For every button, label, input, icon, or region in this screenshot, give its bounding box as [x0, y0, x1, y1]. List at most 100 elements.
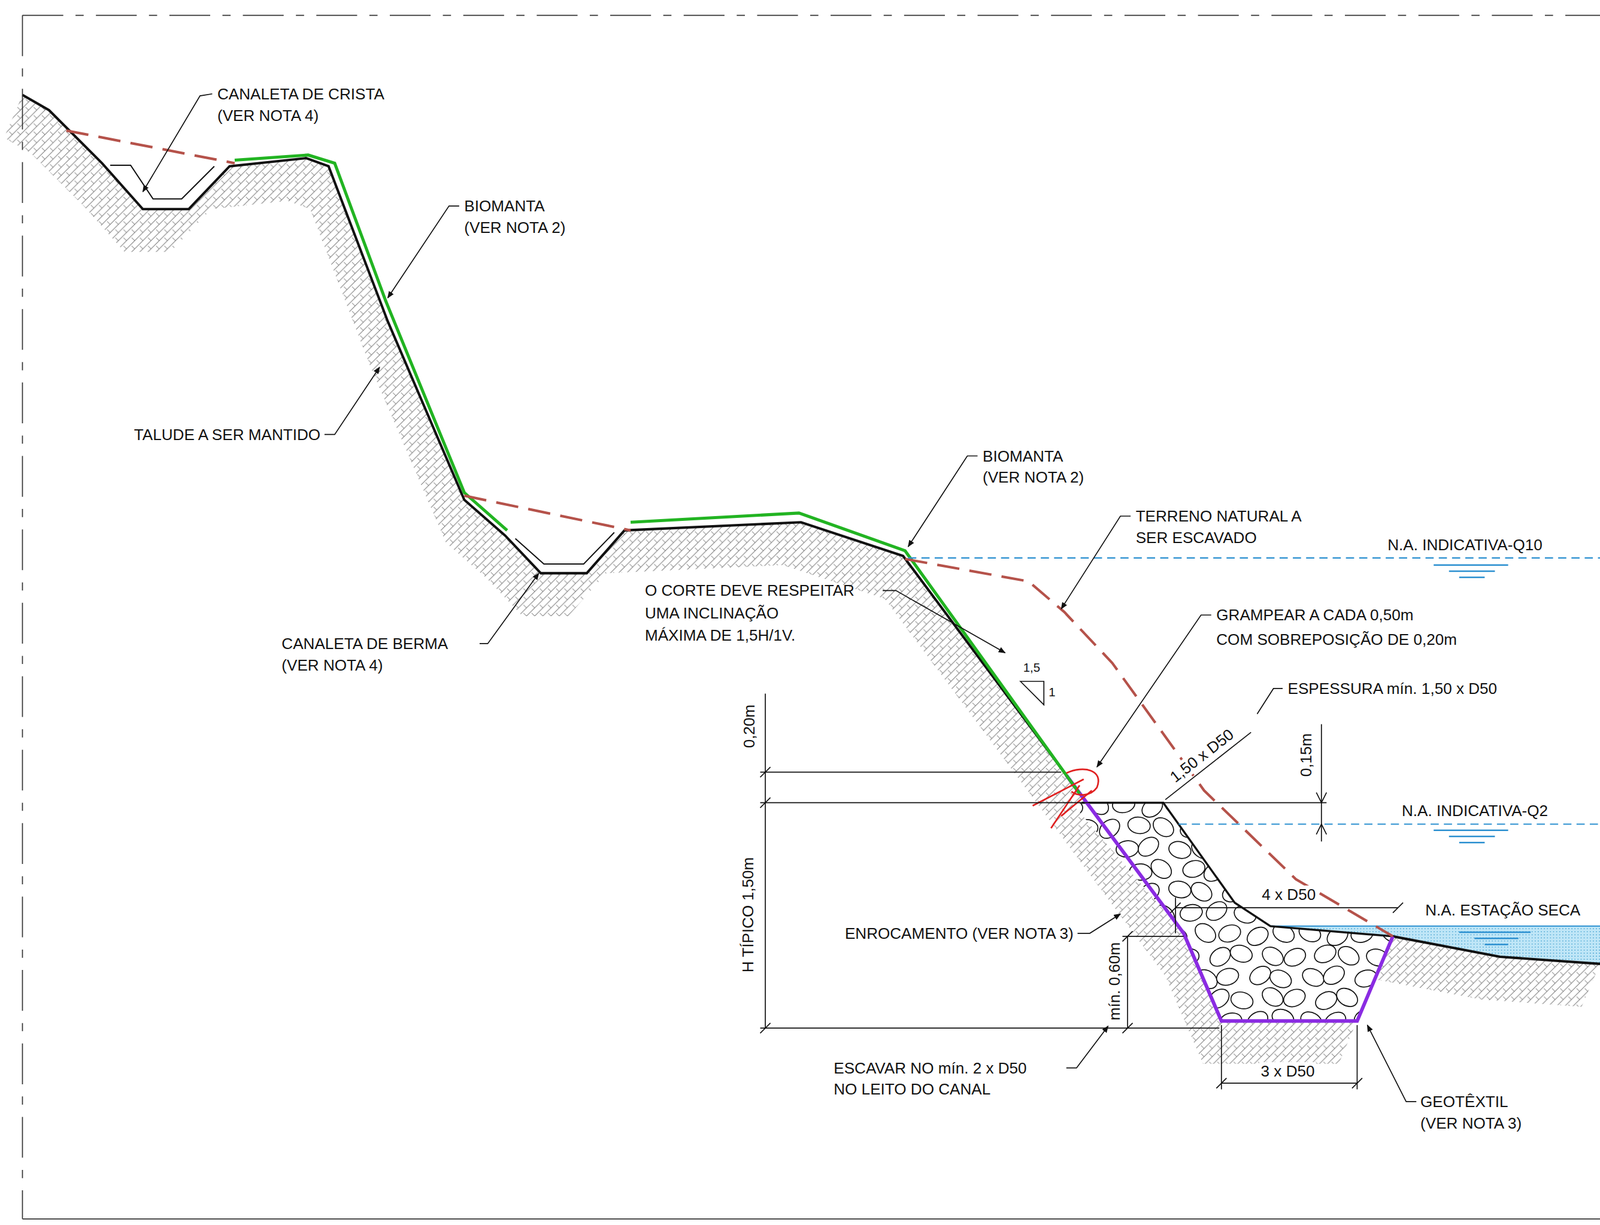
stone: [1270, 920, 1298, 947]
stone: [1062, 838, 1087, 856]
stone: [1068, 943, 1095, 965]
drawing-label: MÁXIMA DE 1,5H/1V.: [644, 626, 796, 645]
stone: [1151, 986, 1180, 1014]
stone: [1281, 944, 1309, 970]
stone: [1147, 855, 1175, 883]
drawing-label: (VER NOTA 2): [464, 218, 566, 237]
stone: [1162, 794, 1190, 817]
stone: [1060, 1011, 1087, 1034]
drawing-label: (VER NOTA 2): [982, 468, 1084, 487]
drawing-label: H TÍPICO 1,50m: [738, 857, 757, 973]
stone: [1228, 989, 1255, 1012]
drawing-label: GRAMPEAR A CADA 0,50m: [1216, 605, 1414, 624]
stone: [1267, 791, 1295, 818]
drawing-label: CANALETA DE BERMA: [281, 634, 448, 653]
water-level: [1270, 925, 1600, 927]
stone: [1338, 855, 1366, 882]
drawing-label: (VER NOTA 3): [1420, 1114, 1522, 1133]
stone: [1334, 943, 1363, 969]
stone: [1373, 1007, 1402, 1034]
stone: [1269, 1005, 1297, 1030]
stone: [1125, 990, 1150, 1009]
drawing-label: BIOMANTA: [464, 197, 545, 215]
stone: [1214, 965, 1241, 989]
stone: [1280, 986, 1308, 1011]
stone: [1307, 902, 1335, 927]
stone: [1135, 1008, 1164, 1036]
stone: [1167, 838, 1194, 862]
stone: [1300, 796, 1327, 818]
drawing-label: 0,20m: [740, 704, 759, 749]
stone: [1386, 987, 1414, 1014]
stone: [1082, 876, 1111, 903]
stone: [1125, 902, 1149, 921]
stone: [1255, 900, 1283, 927]
stone: [1311, 941, 1339, 967]
drawing-label: N.A. ESTAÇÃO SECA: [1423, 901, 1583, 920]
stone: [1134, 833, 1163, 861]
stone: [1334, 816, 1362, 844]
stone: [1218, 834, 1247, 860]
drawing-label: (VER NOTA 4): [217, 106, 319, 125]
stone: [1214, 795, 1242, 821]
stone: [1123, 947, 1147, 965]
drawing-label: CANALETA DE CRISTA: [217, 85, 385, 103]
drawing-label: 4 x D50: [1259, 885, 1318, 904]
stone: [1200, 859, 1229, 886]
stone: [1307, 858, 1335, 883]
drawing-label: UMA INCLINAÇÃO: [644, 604, 779, 623]
stone: [1153, 940, 1181, 968]
stone: [1319, 962, 1348, 989]
canal-lining: [110, 165, 215, 199]
stone: [1180, 858, 1207, 880]
stone: [1191, 919, 1220, 947]
stone: [1098, 898, 1126, 926]
slope-profile: [22, 94, 1600, 1021]
stone: [1233, 857, 1261, 882]
dimensions: [760, 681, 1404, 1090]
staple-symbol: [1032, 769, 1099, 829]
stone: [1246, 794, 1274, 818]
sheet-frame: [22, 15, 1600, 1220]
drawing-label: 1,5: [1023, 661, 1041, 675]
stone: [1311, 814, 1339, 838]
stone: [1075, 819, 1099, 836]
stone: [1162, 966, 1188, 986]
stone: [1177, 987, 1202, 1006]
stone: [1167, 879, 1193, 900]
stone: [1178, 902, 1204, 924]
stone: [1114, 883, 1138, 902]
drawing-label: N.A. INDICATIVA-Q10: [1385, 535, 1545, 554]
stone: [1390, 857, 1418, 885]
biomat: [630, 513, 1080, 794]
drawing-label: mín. 0,60m: [1105, 942, 1124, 1021]
stone: [1322, 835, 1351, 863]
riprap: [1071, 802, 1393, 1022]
stone: [1258, 983, 1287, 1011]
stone: [1312, 988, 1341, 1014]
drawing-label: (VER NOTA 4): [281, 656, 383, 675]
stone: [1216, 922, 1244, 945]
stone: [1081, 837, 1109, 865]
stone: [1206, 943, 1235, 971]
stone: [1354, 794, 1379, 814]
drawing-label: BIOMANTA: [982, 447, 1063, 466]
stone: [1231, 902, 1259, 927]
drawing-label: ESPESSURA mín. 1,50 x D50: [1288, 679, 1498, 698]
drawing-label: O CORTE DEVE RESPEITAR: [644, 581, 855, 600]
stone: [1192, 791, 1220, 817]
stone: [1257, 817, 1286, 842]
stone: [1138, 794, 1166, 821]
stone: [1333, 984, 1362, 1011]
stone: [1228, 942, 1255, 966]
drawing-label: COM SOBREPOSIÇÃO DE 0,20m: [1216, 630, 1457, 649]
drawing-label: TALUDE A SER MANTIDO: [134, 425, 321, 444]
stone: [1296, 835, 1323, 859]
stone: [1139, 962, 1168, 990]
stone: [1071, 905, 1096, 925]
drawing-label: 0,15m: [1297, 732, 1315, 777]
stone: [1374, 833, 1403, 861]
leader-lines: [143, 94, 1417, 1102]
geotextile: [1066, 775, 1393, 1022]
